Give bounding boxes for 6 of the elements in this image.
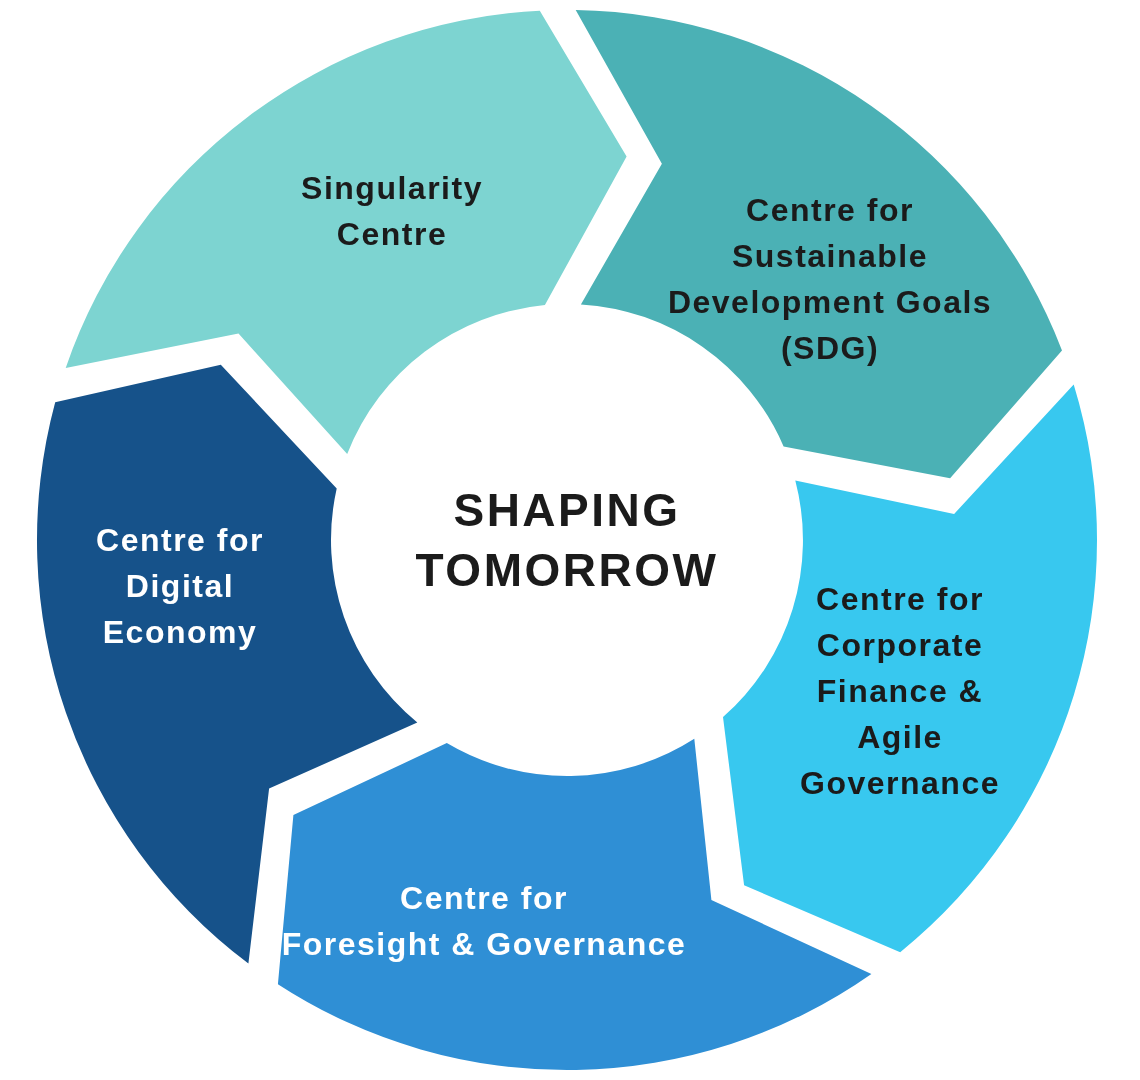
segment-label: Centre for Digital Economy [96,521,264,652]
segment-label: Singularity Centre [301,169,483,254]
segment-label: Centre for Sustainable Development Goals (SDG) [667,191,993,368]
segment-label: Centre for Foresight & Governance [281,879,687,964]
segment-label: Centre for Corporate Finance & Agile Governance [800,580,1000,803]
hub-title: SHAPING TOMORROW [415,483,719,598]
